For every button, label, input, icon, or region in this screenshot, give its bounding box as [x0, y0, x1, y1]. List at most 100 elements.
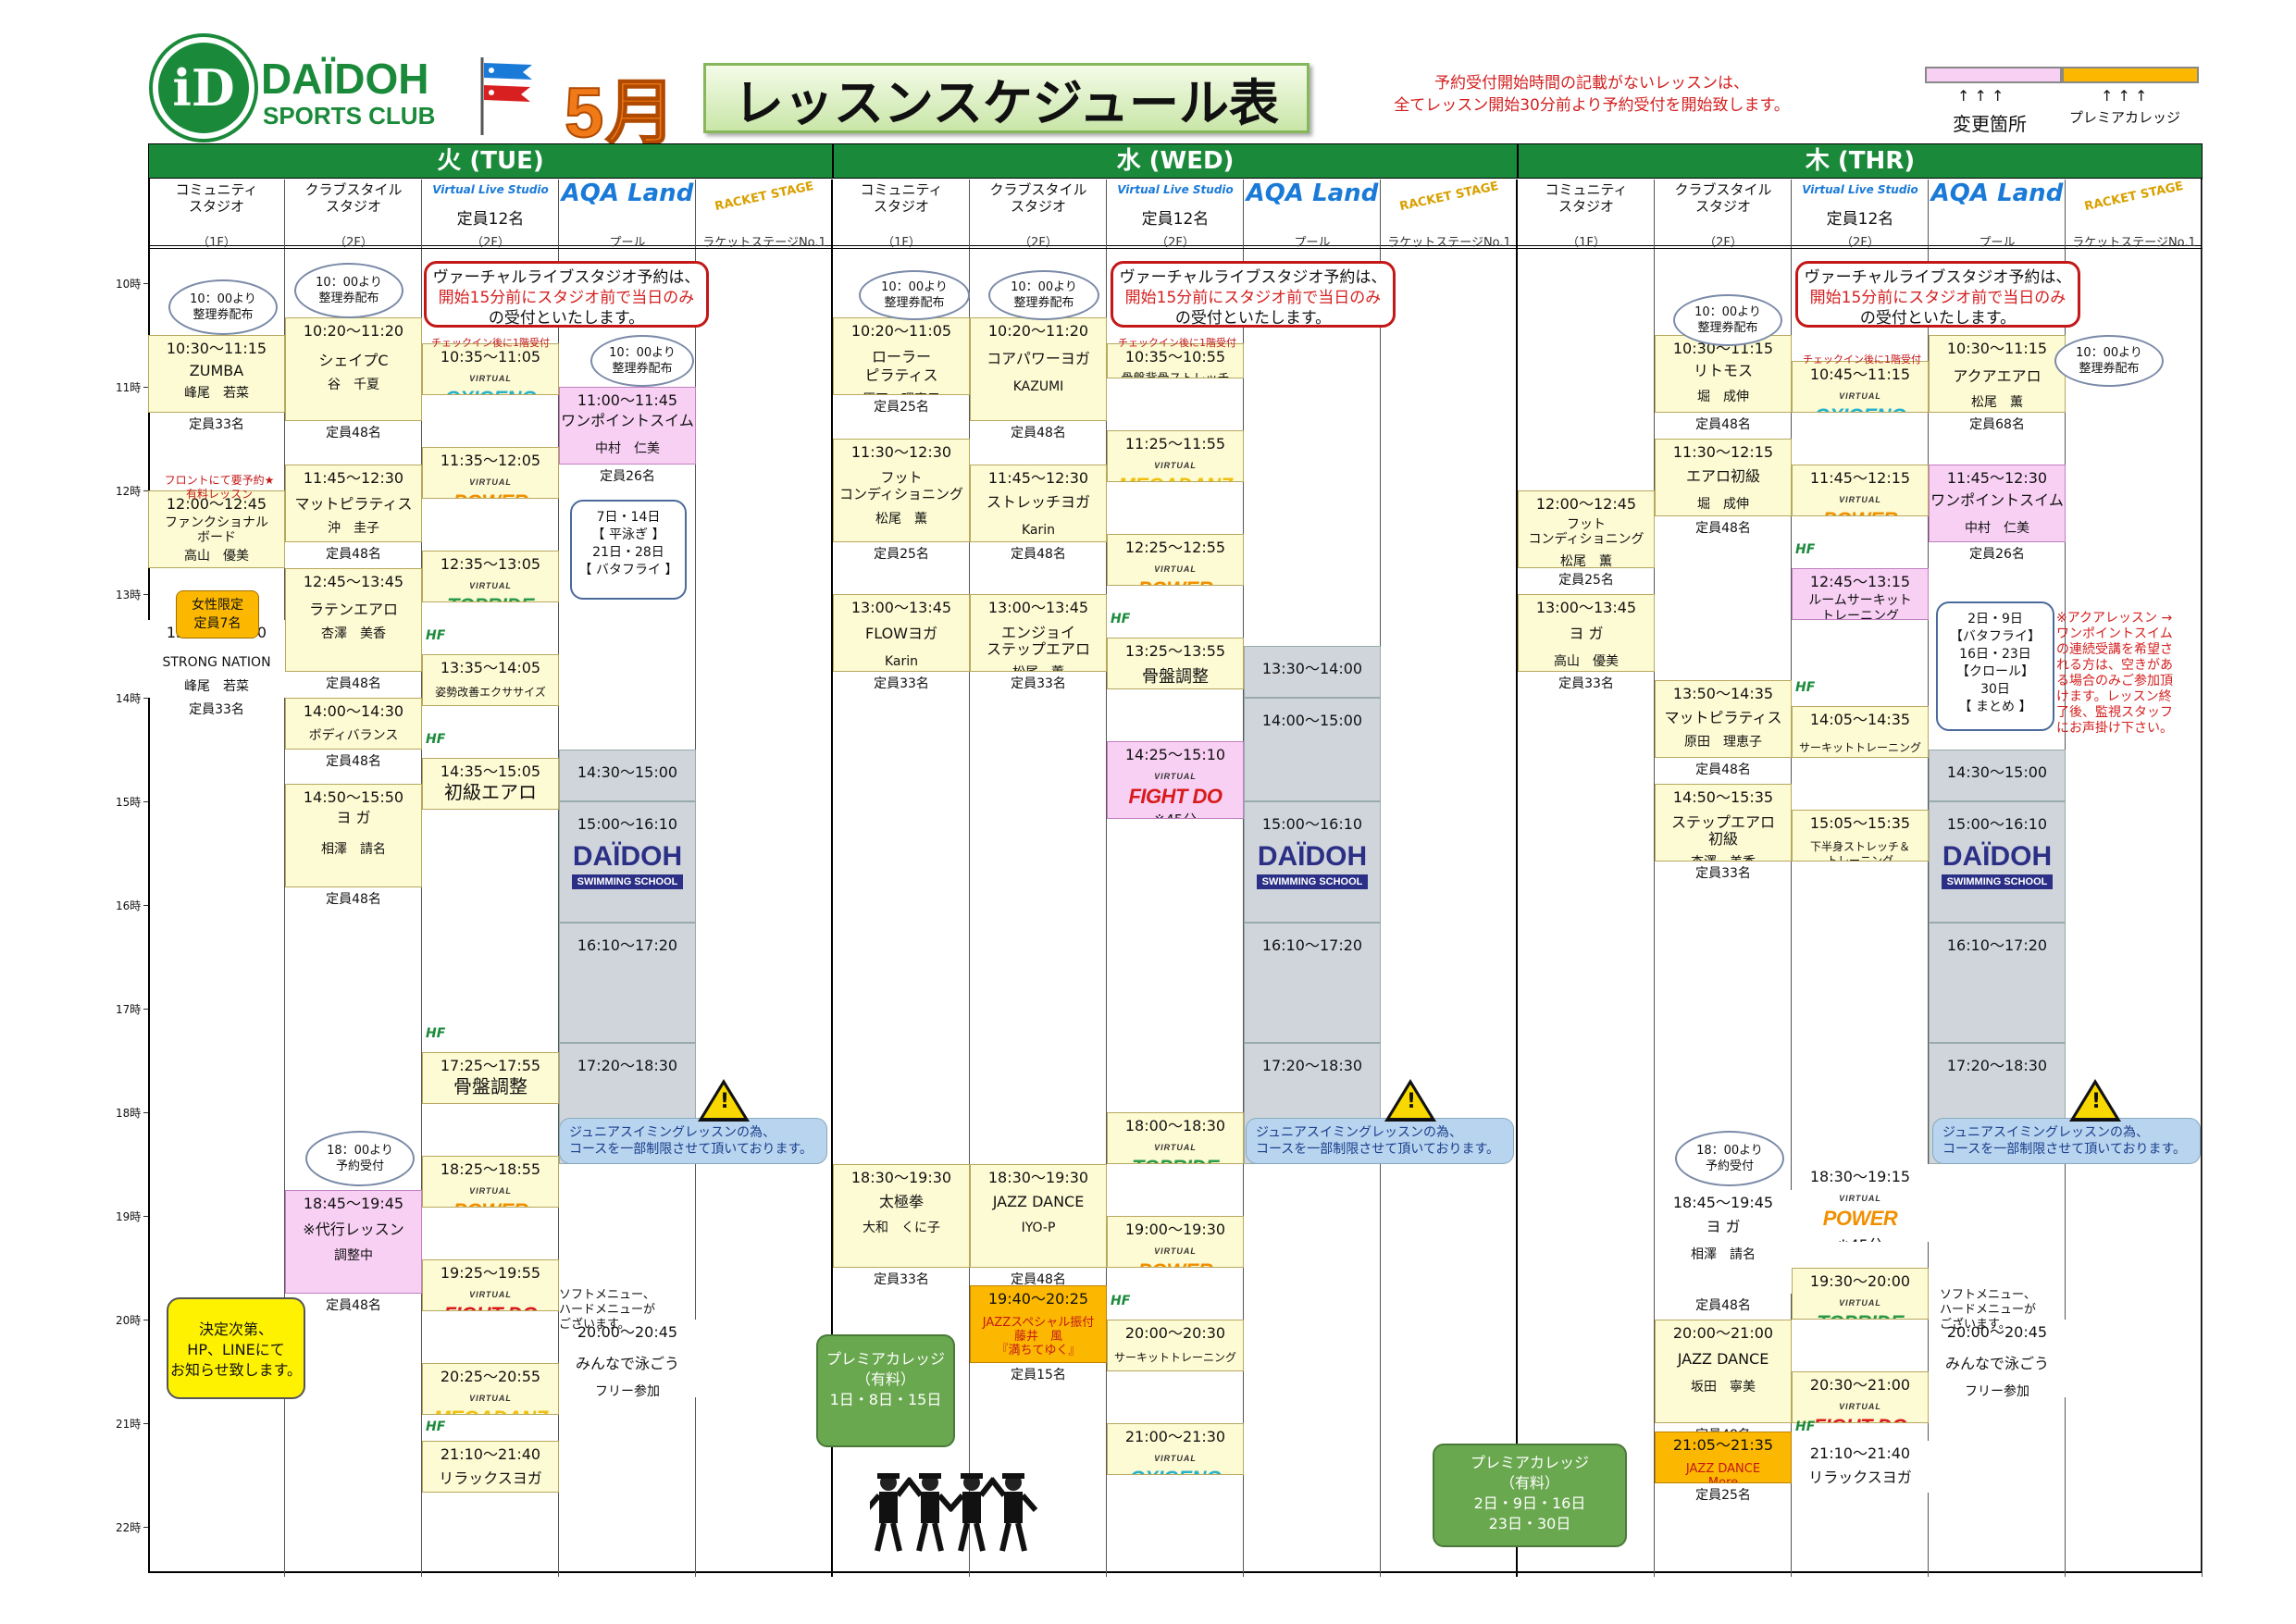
studio-header-community: コミュニティ スタジオ — [860, 181, 943, 215]
page-title: レッスンスケジュール表 — [703, 63, 1309, 133]
class-time: 21:00〜21:30 — [1124, 1428, 1226, 1445]
junior-lesson-notice: ジュニアスイミングレッスンの為、 コースを一部制限させて頂いております。 — [1932, 1118, 2201, 1164]
bubble-text: 10：00より 整理券配布 — [1694, 305, 1761, 335]
pool-block[interactable]: 16:10〜17:20 — [559, 922, 696, 1044]
class-capacity: 定員26名 — [1969, 547, 2025, 562]
class-name: みんなで泳ごう — [1944, 1355, 2049, 1372]
brand-name: FIGHT DO — [423, 1304, 558, 1310]
class-block[interactable]: 18:00〜18:30VIRTUALTOPRIDE — [1107, 1112, 1244, 1164]
pool-block[interactable]: 16:10〜17:20 — [1244, 922, 1381, 1044]
class-block[interactable]: 21:00〜21:30VIRTUALOXIGENO — [1107, 1423, 1244, 1475]
class-block[interactable]: 19:30〜20:00VIRTUALTOPRIDE — [1792, 1268, 1929, 1320]
class-block[interactable]: 18:45〜19:45※代行レッスン調整中 — [285, 1190, 422, 1294]
studio-floor: プール — [609, 236, 646, 250]
class-block[interactable]: 10:35〜10:55骨盤背骨ストレッチ — [1107, 343, 1244, 378]
class-name: ZUMBA — [189, 362, 244, 379]
pool-block[interactable]: 14:30〜15:00 — [559, 750, 696, 801]
class-capacity: 定員25名 — [874, 547, 929, 562]
pool-block[interactable]: 14:30〜15:00 — [1929, 750, 2066, 801]
hour-tick — [143, 387, 148, 388]
class-block[interactable]: 11:25〜11:55VIRTUALMEGADANZ — [1107, 429, 1244, 482]
pool-block[interactable]: 16:10〜17:20 — [1929, 922, 2066, 1044]
pool-block[interactable]: 15:00〜16:10 — [1929, 801, 2066, 923]
class-block[interactable]: 10:35〜11:05VIRTUALOXIGENO — [422, 343, 559, 396]
class-block[interactable]: 19:00〜19:30VIRTUALPOWER — [1107, 1216, 1244, 1268]
class-capacity: 定員15名 — [1011, 1367, 1066, 1382]
studio-header-aqua: AQA Land — [1930, 180, 2064, 207]
class-block[interactable]: 20:30〜21:00VIRTUALFIGHT DO — [1792, 1371, 1929, 1423]
class-capacity: 定員25名 — [1695, 1488, 1751, 1504]
hour-label: 16時 — [116, 899, 142, 912]
class-block[interactable]: 14:00〜14:30ボディバランス杏澤 美香 — [285, 698, 422, 750]
class-block[interactable]: 18:25〜18:55VIRTUALPOWER — [422, 1155, 559, 1208]
class-block[interactable]: 12:35〜13:05VIRTUALTOPRIDE — [422, 551, 559, 603]
studio-floor: （1F） — [882, 236, 921, 250]
pool-block[interactable]: 14:00〜15:00 — [1244, 698, 1381, 801]
pool-block[interactable]: 13:30〜14:00 — [1244, 646, 1381, 698]
class-time: 19:30〜20:00 — [1809, 1272, 1911, 1290]
brand-logo-megadanz: VIRTUALMEGADANZ — [1108, 455, 1243, 481]
class-time: 11:25〜11:55 — [1124, 434, 1226, 452]
class-block[interactable]: 19:25〜19:55VIRTUALFIGHT DO — [422, 1258, 559, 1311]
virtual-mark: VIRTUAL — [1839, 1402, 1881, 1411]
pool-block[interactable]: 15:00〜16:10 — [1244, 801, 1381, 923]
class-time: 11:45〜12:30 — [1946, 469, 2048, 487]
class-block[interactable]: 11:35〜12:05VIRTUALPOWER — [422, 447, 559, 500]
class-block[interactable]: 10:45〜11:15VIRTUALOXIGENO — [1792, 361, 1929, 413]
class-block[interactable]: 20:25〜20:55VIRTUALMEGADANZ — [422, 1362, 559, 1415]
swim-logo-name: DAÏDOH — [1257, 840, 1368, 872]
class-block[interactable]: 12:25〜12:55VIRTUALPOWER — [1107, 533, 1244, 586]
virtual-mark: VIRTUAL — [1154, 1454, 1197, 1463]
pool-block[interactable]: 15:00〜16:10 — [559, 801, 696, 923]
instructor-name: IYO-P — [971, 1359, 1106, 1362]
class-name: マットピラティス — [1664, 709, 1782, 727]
class-time: 21:05〜21:35 — [1672, 1436, 1774, 1455]
class-time: 11:00〜11:45 — [577, 391, 678, 409]
